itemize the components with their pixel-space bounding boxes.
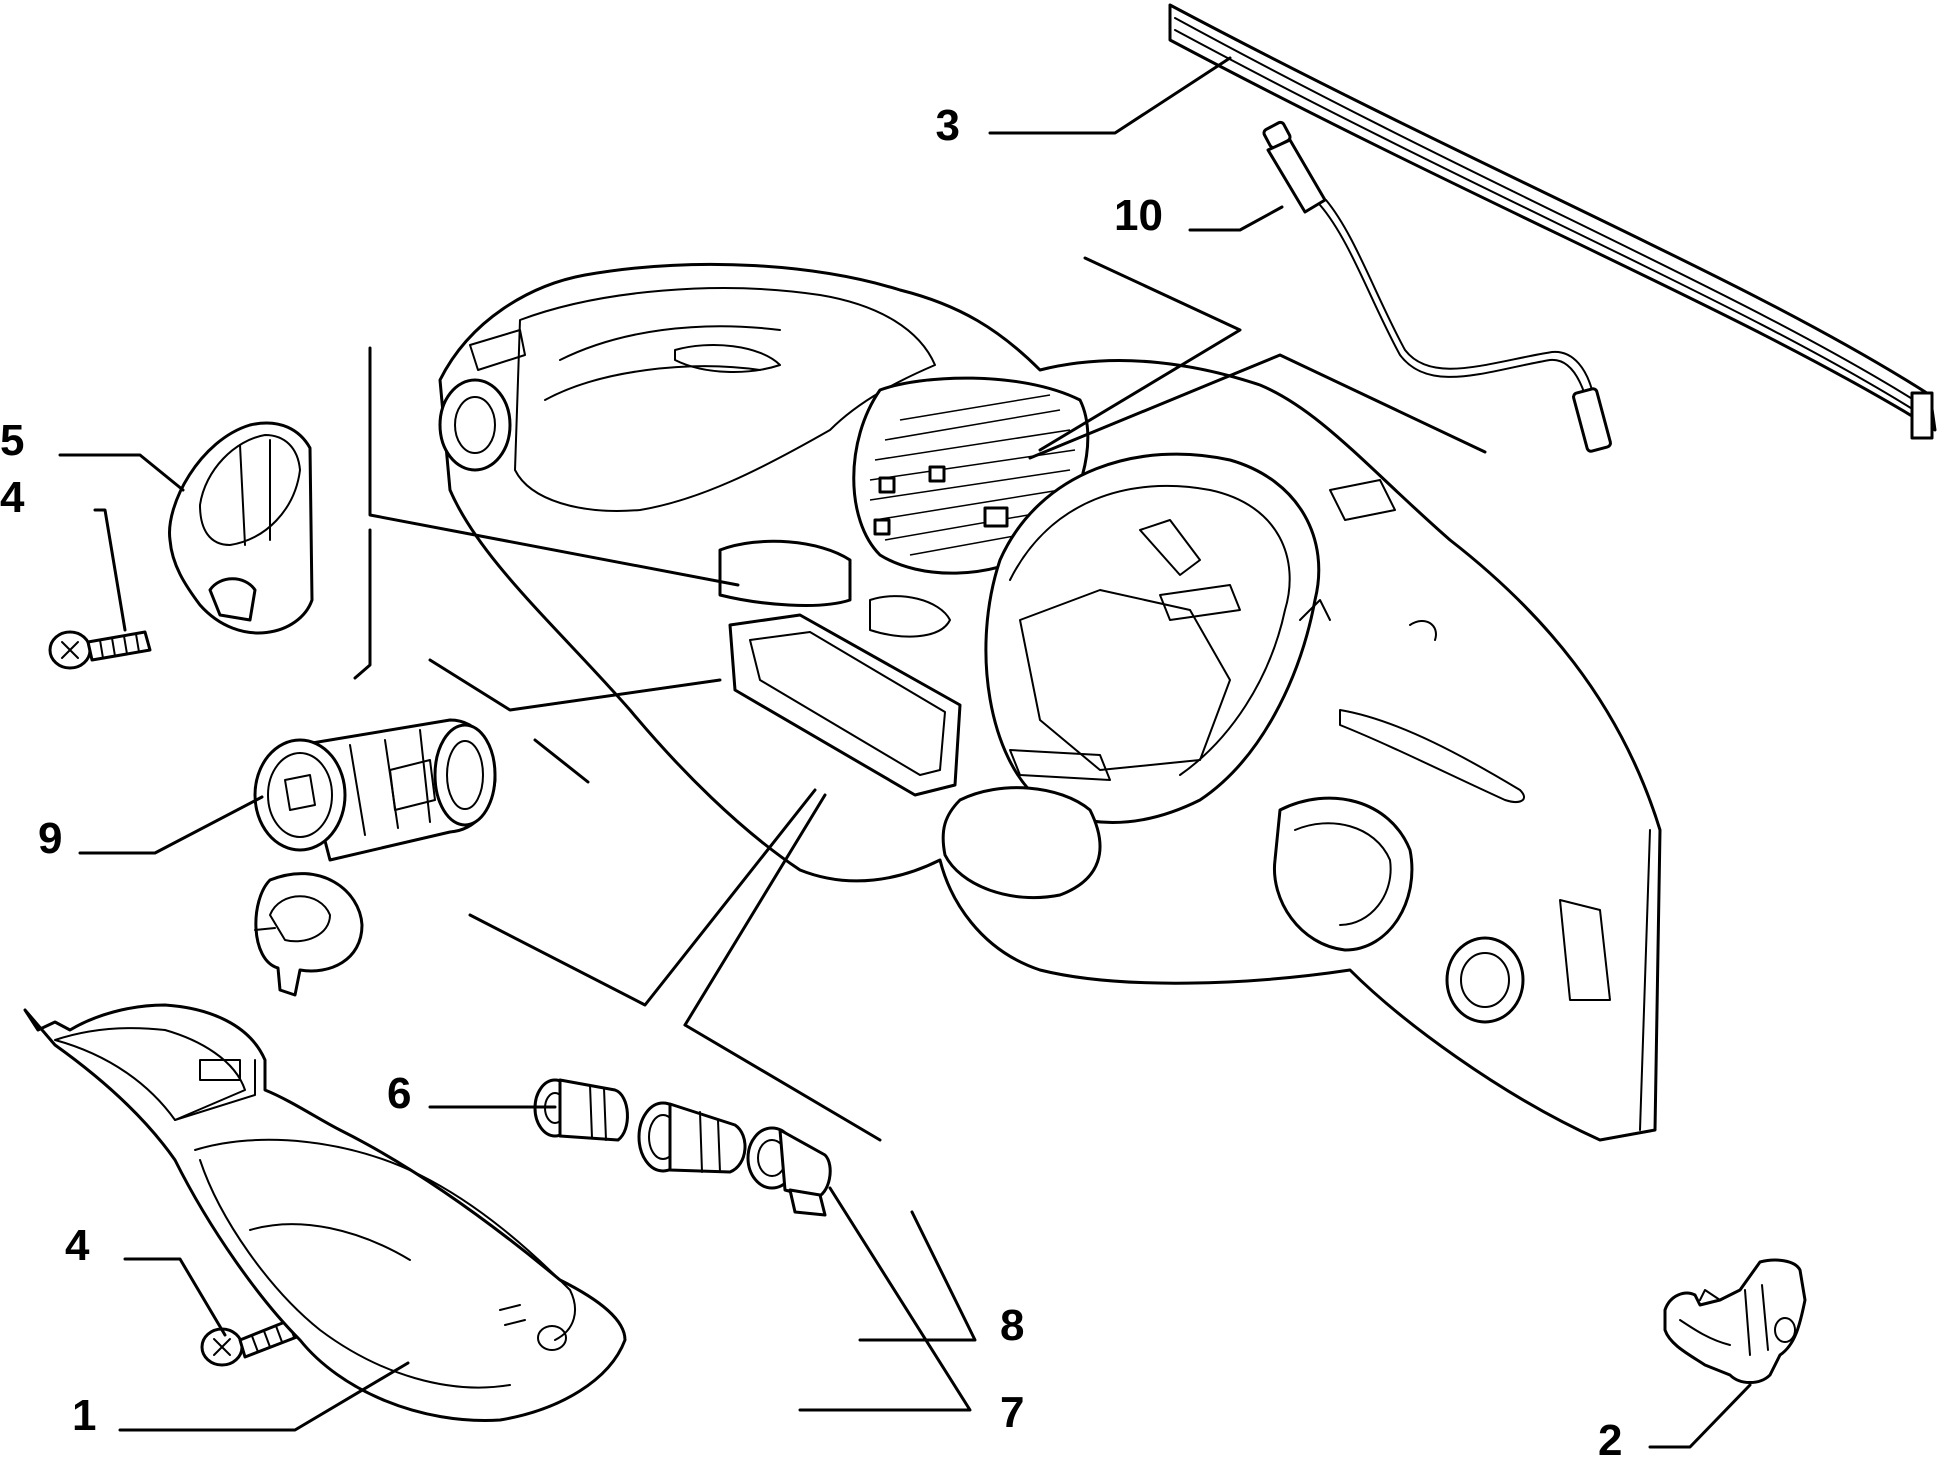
part-2-clip-bracket: [1663, 1258, 1807, 1384]
part-5-vent-housing: [168, 421, 314, 635]
part-10-sensor: [1262, 120, 1612, 453]
callout-2: 2: [1598, 1416, 1622, 1459]
callout-6: 6: [387, 1069, 411, 1118]
dashboard-assembly: [438, 262, 1662, 1142]
part-3-seal-strip: [1168, 3, 1937, 440]
callout-10: 10: [1114, 191, 1163, 240]
part-9-lighter-assembly: [253, 718, 497, 997]
callout-9: 9: [38, 814, 62, 863]
projection-lines: [353, 256, 1487, 1142]
part-1-lower-cover: [23, 1003, 627, 1422]
callout-4-upper: 4: [0, 473, 25, 522]
callout-5: 5: [0, 416, 24, 465]
part-7-lighter-socket: [637, 1101, 747, 1174]
part-6-lighter-plug: [533, 1078, 629, 1142]
leader-lines: [58, 56, 1752, 1449]
part-4-screw-upper: [48, 630, 152, 670]
callout-7: 7: [1000, 1388, 1024, 1437]
callout-labels: 3 10 5 4 9 4 6 8 7 1 2: [0, 101, 1622, 1459]
callout-1: 1: [72, 1391, 96, 1440]
callout-3: 3: [936, 101, 960, 150]
callout-4-lower: 4: [65, 1221, 90, 1270]
callout-8: 8: [1000, 1301, 1024, 1350]
part-8-bulb-holder: [746, 1126, 832, 1217]
